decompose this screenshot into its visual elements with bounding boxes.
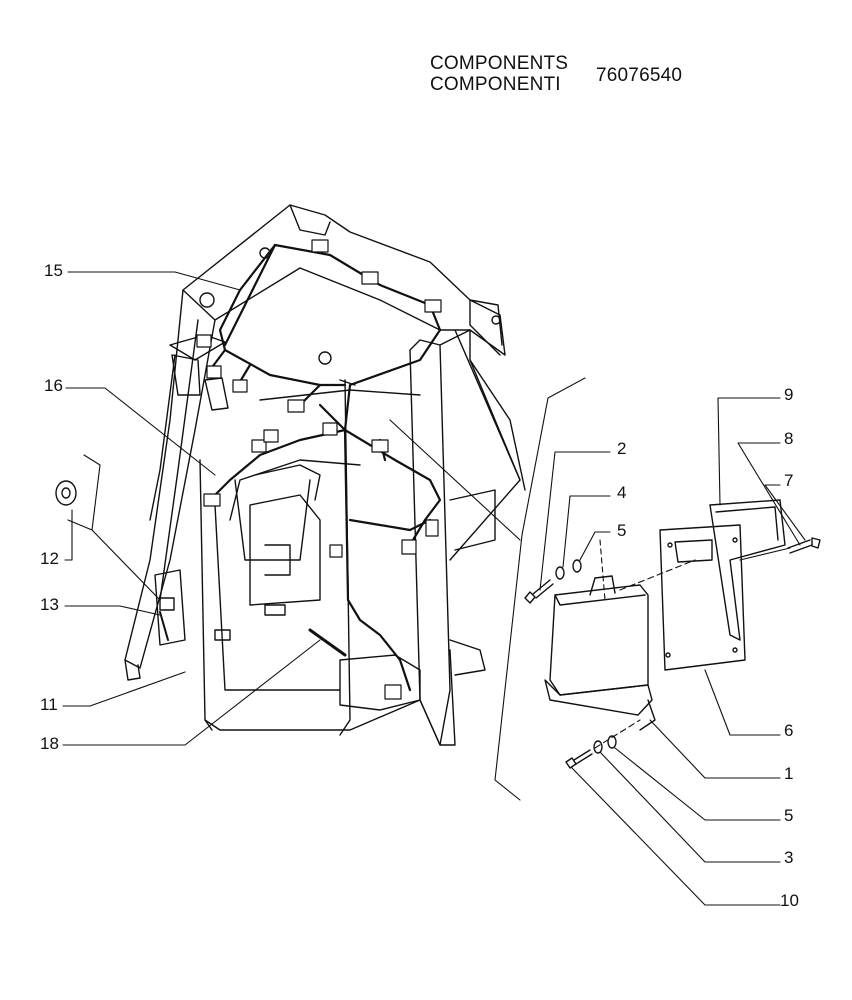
screw-2 bbox=[524, 579, 554, 604]
title-italian: COMPONENTI bbox=[430, 74, 561, 95]
cover-plate-6 bbox=[659, 524, 746, 671]
part-number: 76076540 bbox=[596, 65, 683, 86]
washer-5-top bbox=[572, 559, 582, 573]
callout-8: 8 bbox=[784, 429, 794, 448]
harness-connectors bbox=[196, 239, 442, 700]
callout-18: 18 bbox=[40, 734, 59, 753]
callout-5-bottom: 5 bbox=[784, 806, 794, 825]
callout-2: 2 bbox=[617, 439, 627, 458]
callout-12: 12 bbox=[40, 549, 59, 568]
screw-7 bbox=[787, 537, 821, 554]
screw-10 bbox=[565, 749, 593, 769]
exploded-view-guides bbox=[67, 377, 791, 801]
callout-1: 1 bbox=[784, 764, 794, 783]
callout-10: 10 bbox=[780, 891, 799, 910]
callout-16: 16 bbox=[44, 376, 63, 395]
callout-7: 7 bbox=[784, 471, 794, 490]
washer-12 bbox=[55, 480, 77, 506]
callout-6: 6 bbox=[784, 721, 794, 740]
callout-15: 15 bbox=[44, 261, 63, 280]
cab-frame bbox=[124, 204, 526, 746]
callout-5-top: 5 bbox=[617, 521, 627, 540]
callout-4: 4 bbox=[617, 483, 627, 502]
control-unit-1 bbox=[544, 575, 656, 731]
wiring-harness bbox=[208, 243, 442, 692]
callout-11: 11 bbox=[40, 695, 58, 714]
washer-4 bbox=[555, 566, 565, 580]
callout-13: 13 bbox=[40, 595, 59, 614]
callout-9: 9 bbox=[784, 385, 794, 404]
leader-lines bbox=[62, 271, 806, 906]
lower-cab-box bbox=[339, 654, 421, 711]
gasket-8 bbox=[709, 499, 786, 641]
fuse-panel bbox=[154, 569, 186, 646]
title-english: COMPONENTS bbox=[430, 53, 569, 74]
callout-3: 3 bbox=[784, 848, 794, 867]
washers-3-5 bbox=[593, 735, 617, 754]
